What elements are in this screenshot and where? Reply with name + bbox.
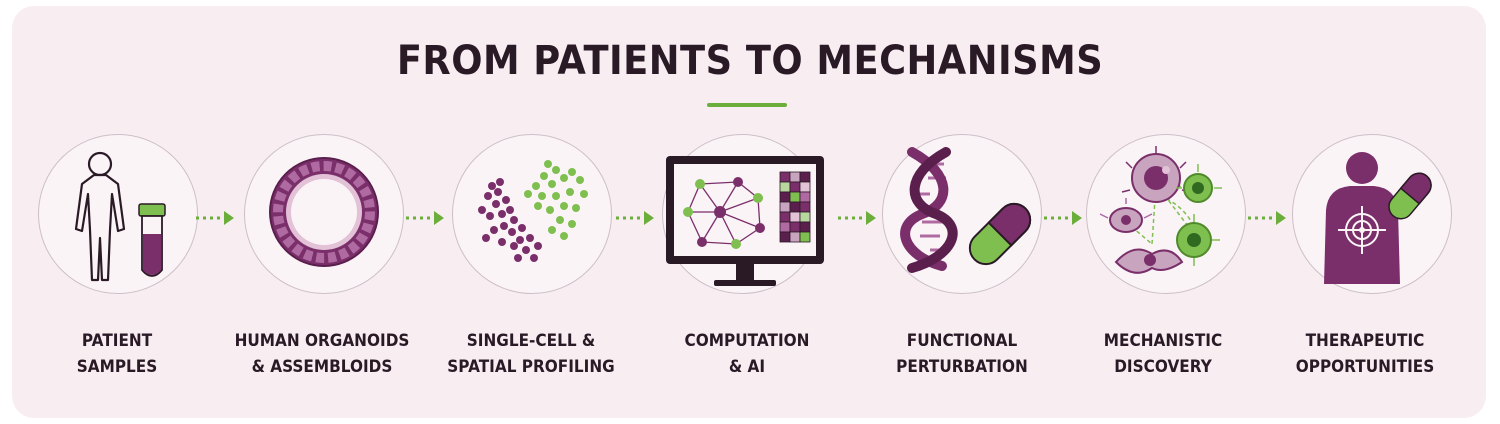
label-line: SAMPLES <box>76 357 158 377</box>
label-line: SINGLE-CELL & <box>466 331 596 351</box>
arrow-icon <box>616 211 654 225</box>
step-label-therapeutic: THERAPEUTIC OPPORTUNITIES <box>1266 328 1464 380</box>
diagram-title: FROM PATIENTS TO MECHANISMS <box>396 38 1104 84</box>
label-line: OPPORTUNITIES <box>1295 357 1435 377</box>
label-line: MECHANISTIC <box>1103 331 1223 351</box>
label-line: FUNCTIONAL <box>906 331 1018 351</box>
dna-pill-icon <box>900 147 1032 273</box>
step-label-mechanistic: MECHANISTIC DISCOVERY <box>1064 328 1262 380</box>
arrow-icon <box>838 211 876 225</box>
computer-network-icon <box>666 156 824 286</box>
label-line: COMPUTATION <box>684 331 810 351</box>
step-patient-samples <box>38 134 198 294</box>
label-line: & AI <box>728 357 766 377</box>
arrow-icon <box>1248 211 1286 225</box>
label-line: HUMAN ORGANOIDS <box>234 331 410 351</box>
step-organoids <box>244 134 404 294</box>
step-label-organoids: HUMAN ORGANOIDS & ASSEMBLOIDS <box>223 328 421 380</box>
arrow-icon <box>196 211 234 225</box>
step-circle <box>452 134 612 294</box>
arrow-icon <box>1044 211 1082 225</box>
target-body-icon <box>1324 152 1432 284</box>
label-line: PATIENT <box>81 331 153 351</box>
label-line: DISCOVERY <box>1114 357 1212 377</box>
step-mechanistic <box>1086 134 1246 294</box>
step-perturbation <box>882 134 1042 294</box>
step-circle <box>38 134 198 294</box>
step-label-perturbation: FUNCTIONAL PERTURBATION <box>863 328 1061 380</box>
cell-interaction-icon <box>1099 146 1222 274</box>
label-line: THERAPEUTIC <box>1305 331 1425 351</box>
label-line: PERTURBATION <box>896 357 1028 377</box>
title-underline <box>707 103 787 107</box>
cell-clusters-icon <box>478 160 588 262</box>
step-therapeutic <box>1292 134 1452 294</box>
step-label-computation: COMPUTATION & AI <box>648 328 846 380</box>
step-computation <box>662 134 824 294</box>
step-label-single-cell: SINGLE-CELL & SPATIAL PROFILING <box>432 328 630 380</box>
label-line: & ASSEMBLOIDS <box>251 357 393 377</box>
organoid-icon <box>269 157 379 267</box>
step-single-cell <box>452 134 612 294</box>
arrow-icon <box>406 211 444 225</box>
label-line: SPATIAL PROFILING <box>447 357 615 377</box>
patient-sample-icon <box>74 151 166 282</box>
step-label-patient-samples: PATIENT SAMPLES <box>18 328 216 380</box>
